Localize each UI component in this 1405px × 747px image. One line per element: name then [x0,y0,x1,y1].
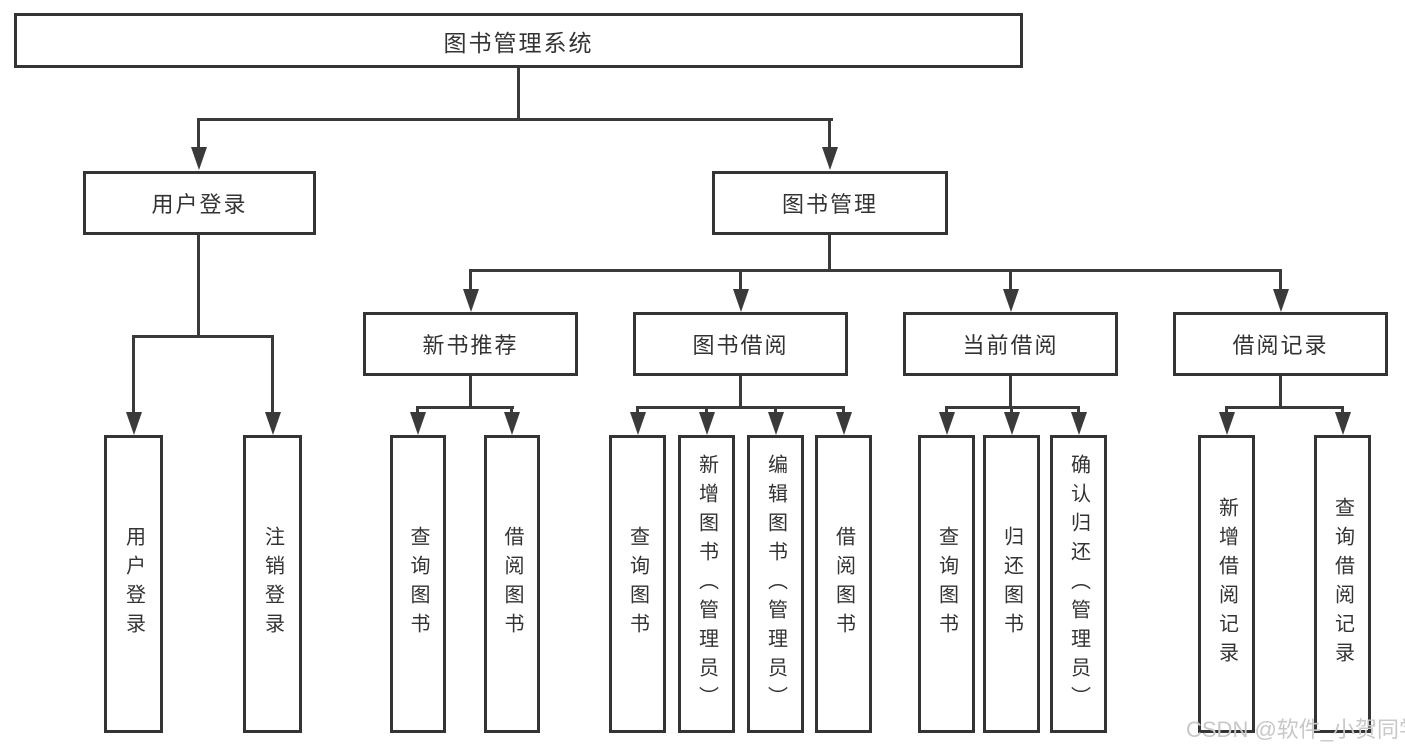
leaf-label: 查询图书 [407,526,429,642]
node-label: 图书借阅 [692,333,789,358]
connector-line [416,406,419,415]
leaf-borrow-books-recommend: 借阅图书 [484,435,540,733]
arrow-down-icon [462,289,479,312]
leaf-query-borrow-record: 查询借阅记录 [1314,435,1371,733]
connector-line [1279,269,1282,291]
leaf-label: 查询借阅记录 [1331,497,1354,671]
connector-line [1009,375,1012,408]
connector-line [945,406,948,415]
arrow-down-icon [732,289,749,312]
connector-line [1225,406,1228,415]
leaf-label: 编辑图书（管理员） [764,453,787,715]
arrow-down-icon [938,412,955,435]
leaf-label: 归还图书 [1000,526,1023,642]
arrow-down-icon [1070,412,1087,435]
node-library-management-system: 图书管理系统 [14,13,1023,68]
arrow-down-icon [767,412,784,435]
arrow-down-icon [1002,289,1019,312]
connector-line [636,406,845,409]
connector-line [842,406,845,415]
node-user-login: 用户登录 [83,171,316,235]
connector-line [197,118,200,149]
node-label: 图书管理系统 [443,29,594,56]
node-label: 当前借阅 [962,333,1059,358]
connector-line [1010,406,1013,415]
connector-line [197,118,833,121]
connector-line [197,235,200,335]
connector-line [132,335,274,338]
node-label: 图书管理 [781,192,878,217]
node-label: 用户登录 [151,192,248,217]
arrow-down-icon [1003,412,1020,435]
leaf-confirm-return-admin: 确认归还（管理员） [1050,435,1107,733]
leaf-label: 用户登录 [122,526,145,642]
leaf-label: 新增图书（管理员） [695,453,718,715]
node-borrowing-records: 借阅记录 [1173,312,1388,376]
connector-line [517,68,520,118]
leaf-edit-book-admin: 编辑图书（管理员） [747,435,804,733]
leaf-query-books-current: 查询图书 [918,435,975,733]
arrow-down-icon [822,147,838,170]
connector-line [469,269,472,291]
arrow-down-icon [264,412,281,435]
arrow-down-icon [1218,412,1235,435]
connector-line [132,335,135,414]
leaf-label: 查询图书 [626,526,649,642]
leaf-user-login: 用户登录 [104,435,163,733]
node-book-borrowing: 图书借阅 [633,312,848,376]
arrow-down-icon [629,412,646,435]
arrow-down-icon [190,147,207,170]
arrow-down-icon [835,412,852,435]
leaf-label: 借阅图书 [501,526,523,642]
node-new-book-recommend: 新书推荐 [363,312,578,376]
leaf-return-book: 归还图书 [983,435,1040,733]
node-book-management: 图书管理 [712,171,948,235]
leaf-label: 查询图书 [935,526,958,642]
connector-line [416,406,514,409]
node-current-borrowing: 当前借阅 [903,312,1118,376]
leaf-borrow-books: 借阅图书 [815,435,872,733]
connector-line [828,235,831,271]
node-label: 新书推荐 [422,333,519,358]
connector-line [705,406,708,415]
leaf-label: 新增借阅记录 [1215,497,1238,671]
leaf-add-borrow-record: 新增借阅记录 [1198,435,1255,733]
connector-line [469,269,1282,272]
leaf-add-book-admin: 新增图书（管理员） [678,435,735,733]
connector-line [510,406,513,415]
connector-line [828,118,831,149]
arrow-down-icon [504,412,520,435]
node-label: 借阅记录 [1232,333,1329,358]
connector-line [774,406,777,415]
arrow-down-icon [1334,412,1351,435]
connector-line [1341,406,1344,415]
connector-line [469,375,472,408]
leaf-label: 注销登录 [261,526,284,642]
leaf-query-books-recommend: 查询图书 [390,435,446,733]
connector-line [1009,269,1012,291]
arrow-down-icon [125,412,142,435]
connector-line [636,406,639,415]
leaf-query-books-borrowing: 查询图书 [609,435,666,733]
leaf-logout: 注销登录 [243,435,302,733]
arrow-down-icon [698,412,715,435]
connector-line [1279,375,1282,408]
leaf-label: 确认归还（管理员） [1067,453,1090,715]
connector-line [739,375,742,408]
connector-line [1077,406,1080,415]
connector-line [1225,406,1344,409]
connector-line [271,335,274,414]
csdn-watermark: CSDN @软件_小贺同学 [1186,717,1405,742]
arrow-down-icon [1272,289,1289,312]
arrow-down-icon [410,412,426,435]
leaf-label: 借阅图书 [832,526,855,642]
connector-line [739,269,742,291]
